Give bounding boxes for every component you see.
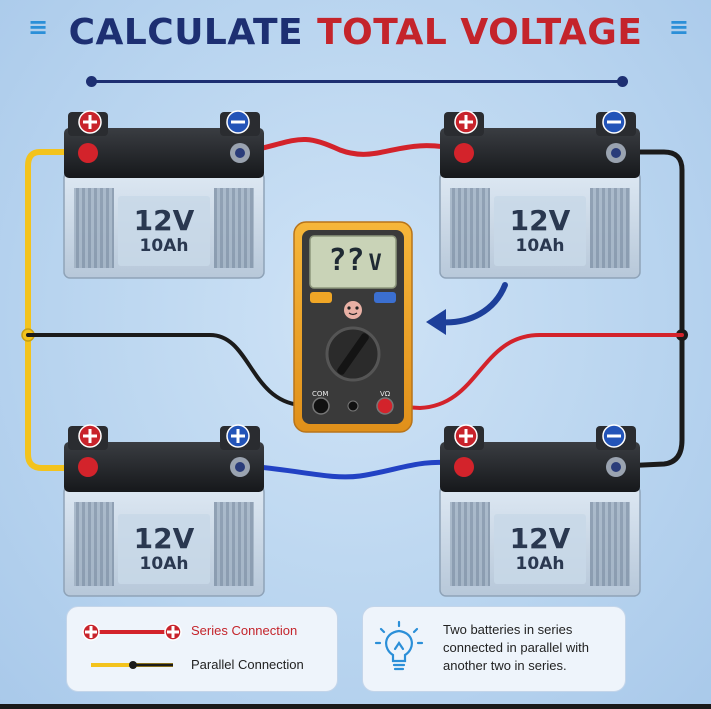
legend-wire-types: Series Connection Parallel Connection [66, 606, 338, 692]
battery-voltage: 12V [133, 204, 195, 237]
wire-red-top [243, 137, 463, 157]
multimeter-display: ??V [316, 238, 394, 284]
battery-bottom-right [439, 424, 641, 597]
wire-blue-bottom [243, 459, 463, 480]
wire-yellow-parallel [25, 149, 75, 471]
legend-note-text: Two batteries in series connected in par… [443, 622, 589, 673]
legend-parallel-label: Parallel Connection [191, 657, 304, 672]
battery-capacity: 10Ah [139, 554, 189, 574]
arrow-to-meter-icon [435, 282, 508, 326]
legend-note: Two batteries in series connected in par… [362, 606, 626, 692]
battery-bottom-left [63, 424, 265, 597]
lightbulb-icon [374, 620, 424, 671]
battery-capacity: 10Ah [139, 236, 189, 256]
page-title: CALCULATE TOTAL VOLTAGE [0, 12, 711, 53]
battery-capacity: 10Ah [515, 236, 565, 256]
battery-top-right [439, 110, 641, 279]
wire-black-right [617, 149, 685, 469]
bottom-bar [0, 704, 711, 709]
title-part-2: TOTAL VOLTAGE [317, 12, 643, 53]
legend-series-label: Series Connection [191, 623, 298, 638]
port-com-label: COM [312, 390, 329, 398]
wire-red-v [384, 333, 684, 411]
display-unit: V [368, 251, 382, 276]
title-underline [86, 76, 628, 87]
display-value: ?? [328, 243, 365, 278]
title-part-1: CALCULATE [68, 12, 304, 53]
port-v-label: VΩ [380, 390, 391, 398]
multimeter [293, 221, 413, 433]
battery-voltage: 12V [509, 204, 571, 237]
legend-parallel: Parallel Connection [191, 657, 304, 672]
battery-label-bottom-left: 12V 10Ah [104, 522, 224, 575]
battery-label-top-right: 12V 10Ah [480, 204, 600, 257]
battery-voltage: 12V [509, 522, 571, 555]
battery-label-bottom-right: 12V 10Ah [480, 522, 600, 575]
battery-label-top-left: 12V 10Ah [104, 204, 224, 257]
wire-black-com [26, 333, 320, 407]
battery-capacity: 10Ah [515, 554, 565, 574]
legend-series: Series Connection [191, 623, 297, 638]
battery-top-left [63, 110, 265, 279]
battery-voltage: 12V [133, 522, 195, 555]
legend-swatches [82, 623, 182, 669]
